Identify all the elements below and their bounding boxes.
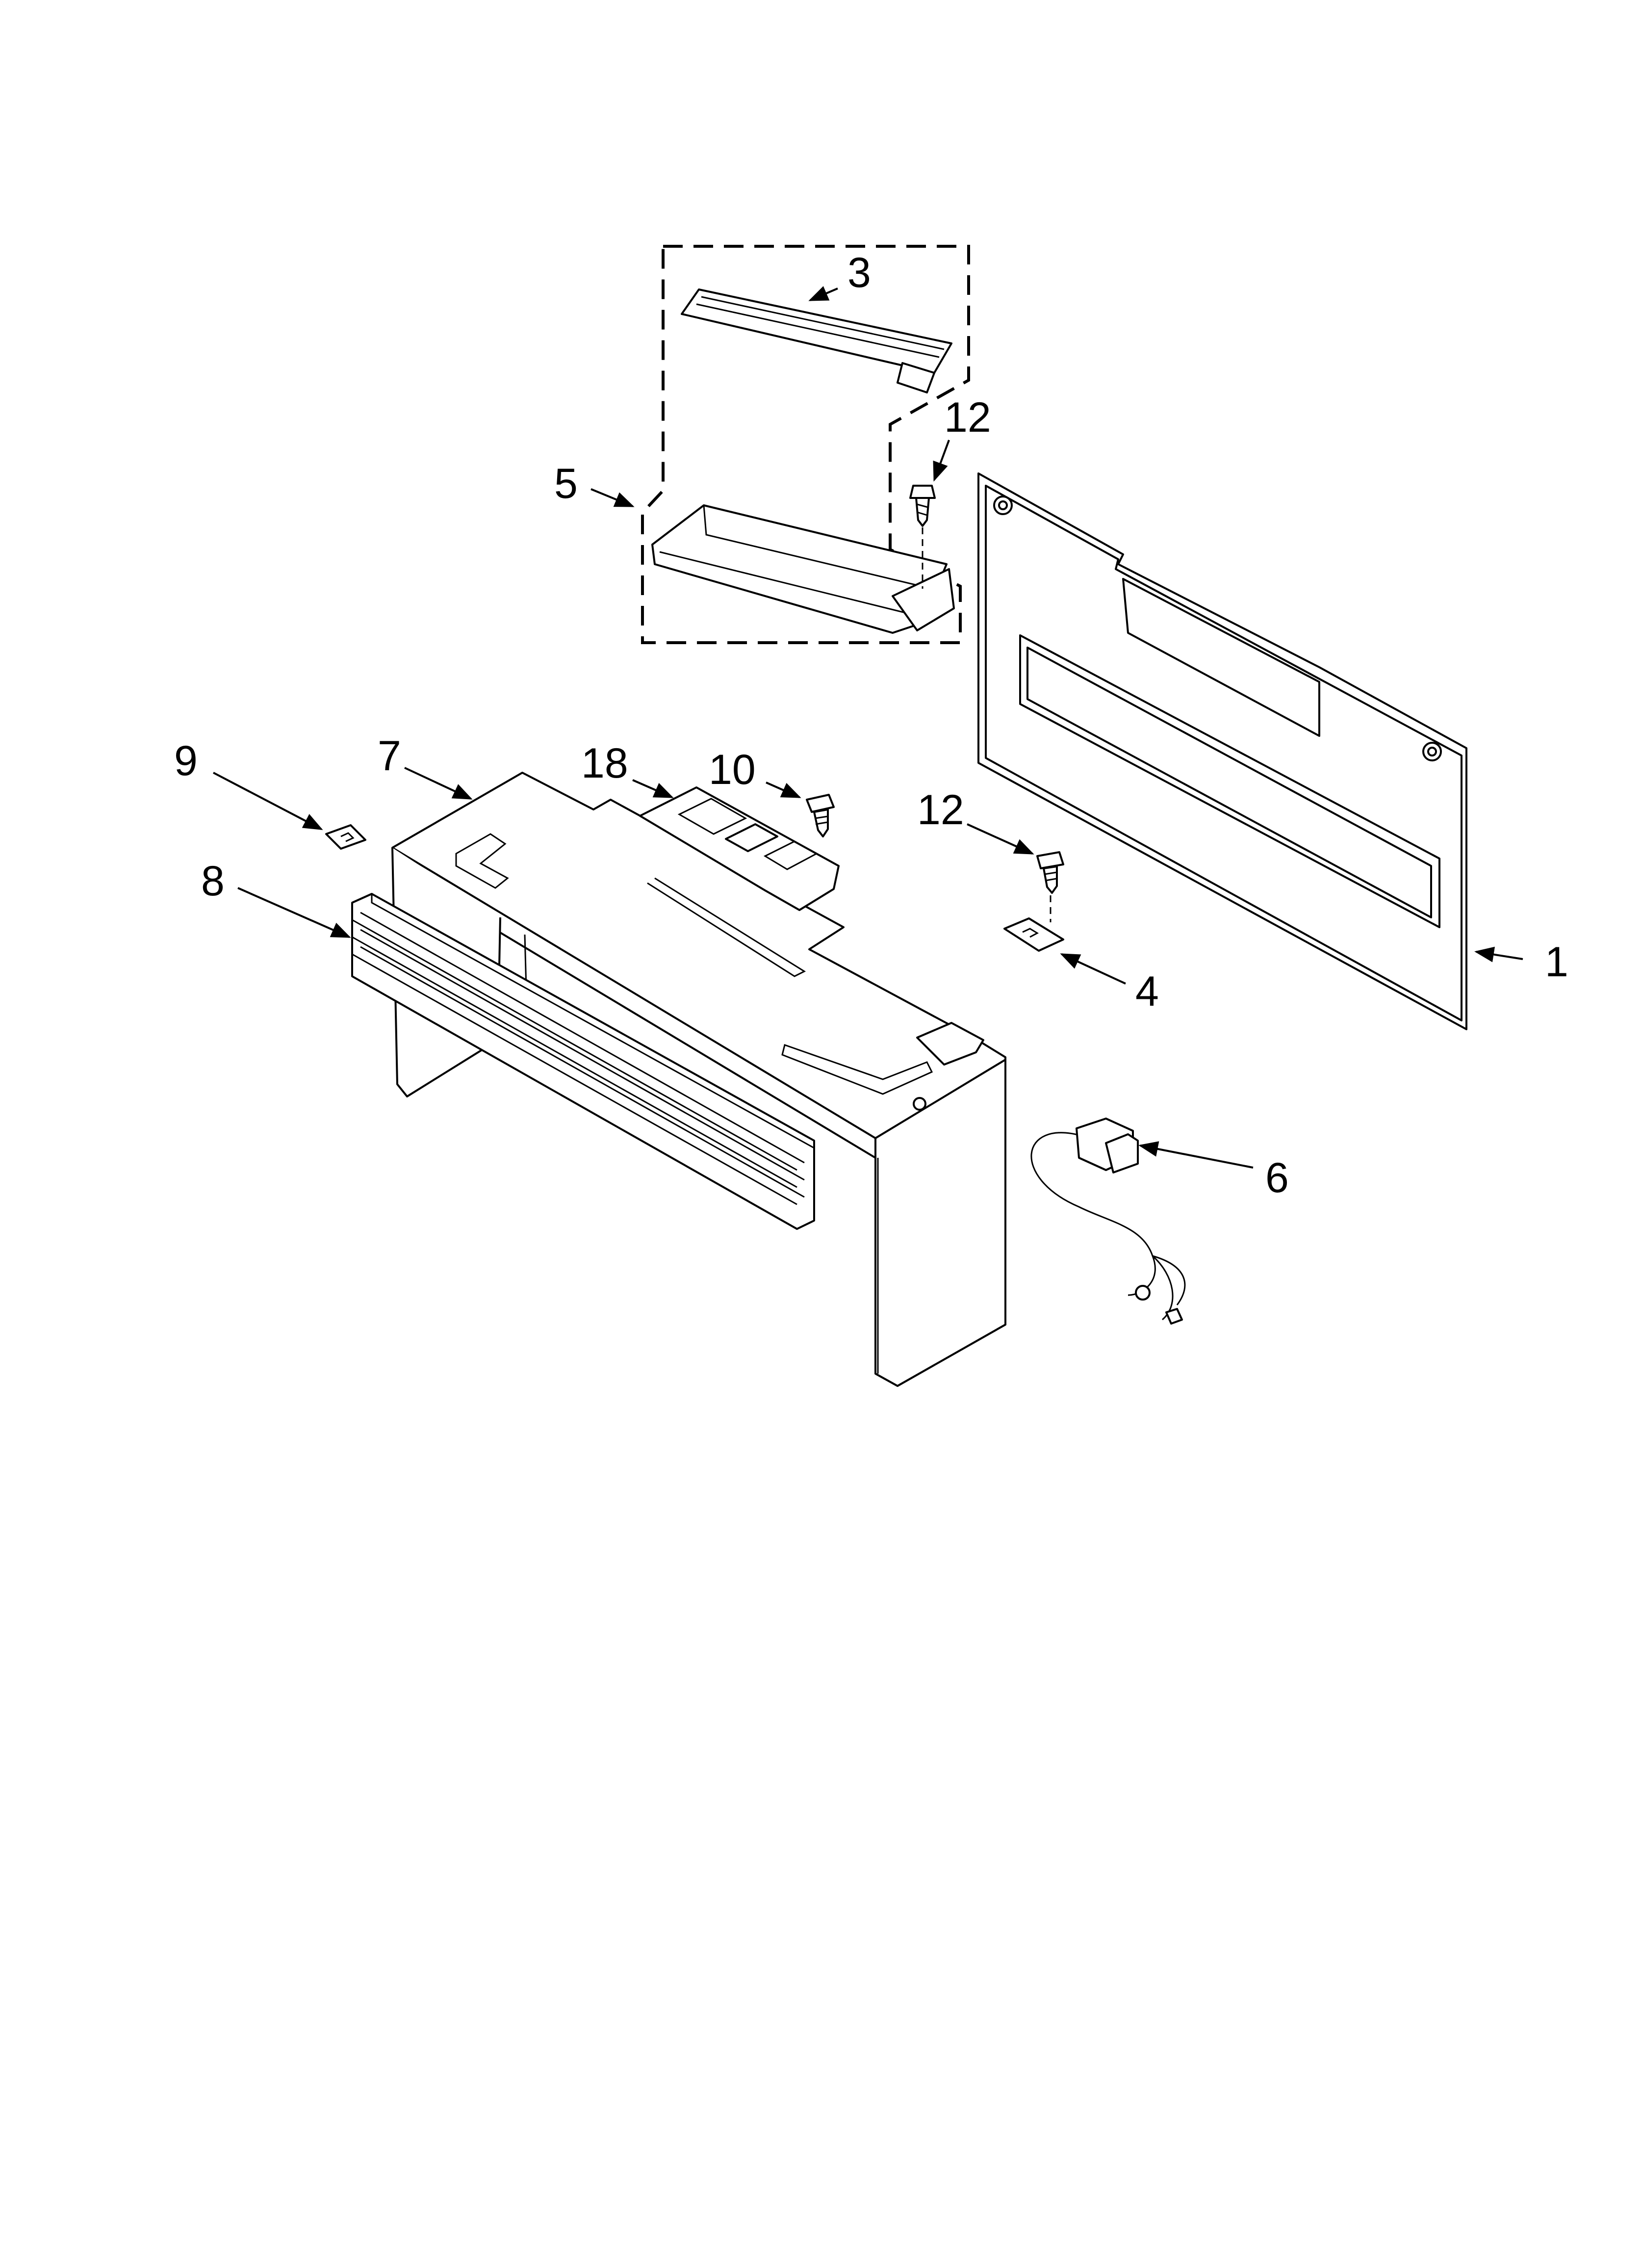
callout-1: 1: [1545, 938, 1568, 986]
kit-boundary-dashed: [641, 245, 970, 644]
callout-4: 4: [1135, 968, 1159, 1015]
callout-9: 9: [174, 737, 198, 784]
callout-6: 6: [1265, 1154, 1289, 1201]
leader-10: [766, 782, 801, 798]
part-4-bracket: [1003, 917, 1064, 952]
leader-12-top: [933, 440, 950, 482]
leader-8: [237, 887, 351, 938]
leader-6: [1138, 1141, 1254, 1169]
callout-8: 8: [201, 858, 225, 905]
callout-5: 5: [554, 460, 578, 507]
part-5-bracket: [651, 504, 955, 634]
part-1-panel: [977, 472, 1467, 1030]
callout-10: 10: [709, 746, 756, 793]
callout-labels: 3 5 12 1 9 7 18 10 8 12 4 6: [174, 249, 1568, 1201]
callout-12-lower: 12: [917, 786, 964, 834]
part-3-rail: [681, 288, 952, 393]
leader-1: [1474, 946, 1523, 963]
part-8-grille: [351, 893, 815, 1230]
leader-3: [808, 286, 838, 301]
screw-12-lower: [1036, 851, 1064, 922]
leader-12-lower: [967, 823, 1034, 855]
callout-3: 3: [847, 249, 871, 296]
screw-12-top: [909, 485, 936, 589]
leader-18: [632, 779, 674, 798]
leader-5: [590, 488, 635, 507]
leader-7: [404, 767, 473, 800]
part-6-wiring: [1030, 1118, 1186, 1325]
leader-9: [213, 772, 323, 830]
leader-4: [1060, 953, 1126, 985]
leader-lines: [213, 286, 1523, 1169]
callout-12-top: 12: [944, 394, 991, 441]
part-18-plate: [639, 786, 840, 911]
part-9-clip: [325, 824, 366, 850]
callout-18: 18: [581, 740, 628, 787]
callout-7: 7: [378, 732, 401, 780]
screw-10: [806, 794, 835, 837]
